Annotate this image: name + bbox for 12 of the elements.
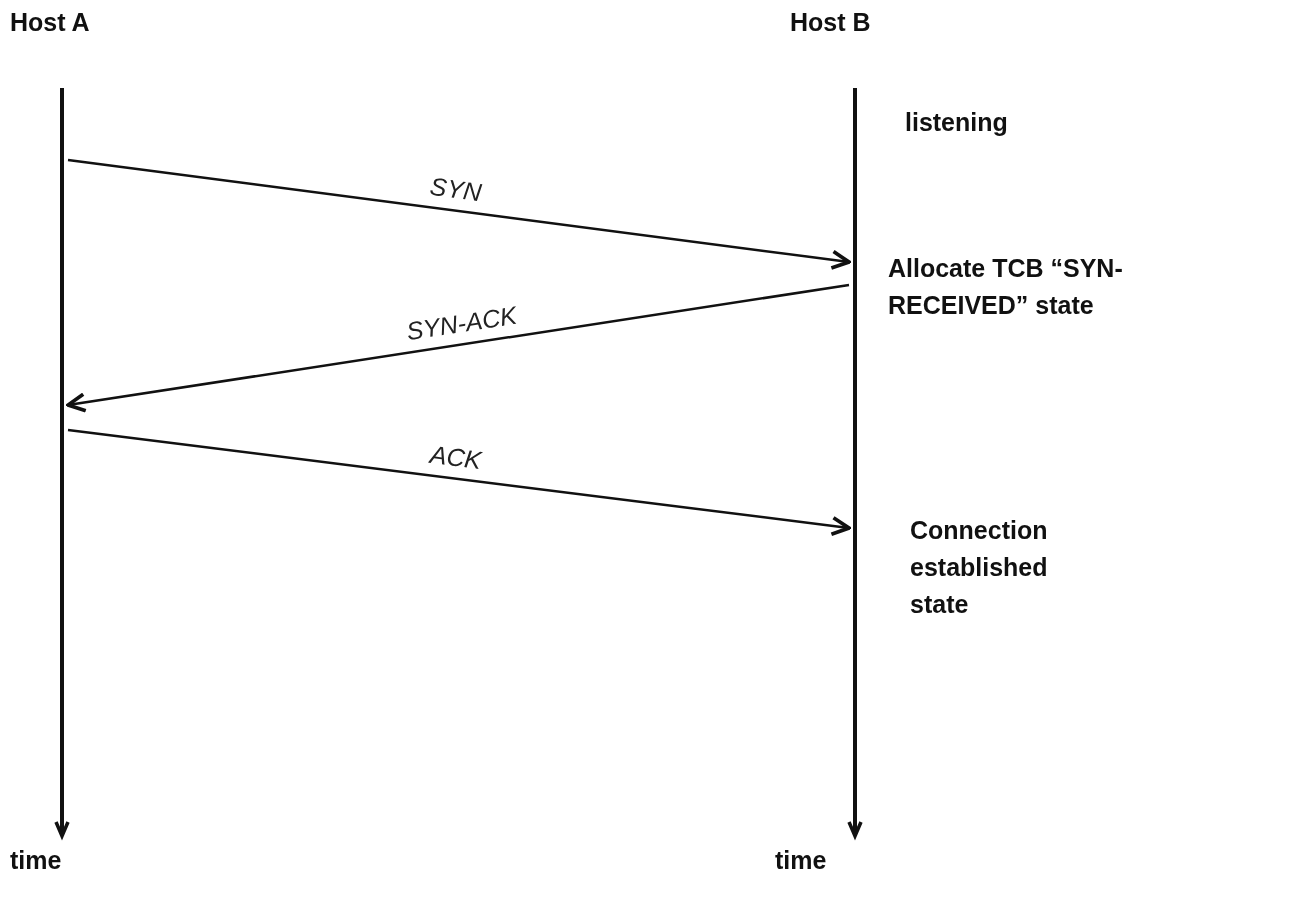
axis-label: time (775, 845, 827, 876)
state-note: listening (905, 107, 1008, 138)
timeline-arrow (56, 88, 68, 838)
message-arrow (67, 428, 851, 537)
state-note: Connection established state (910, 515, 1049, 620)
axis-label: time (10, 845, 62, 876)
message-arrow (66, 283, 850, 413)
timeline-arrow (849, 88, 861, 838)
state-note: Allocate TCB “SYN-RECEIVED” state (888, 253, 1124, 321)
message-arrow (67, 158, 851, 270)
host-heading: Host B (790, 7, 871, 38)
host-heading: Host A (10, 7, 90, 38)
